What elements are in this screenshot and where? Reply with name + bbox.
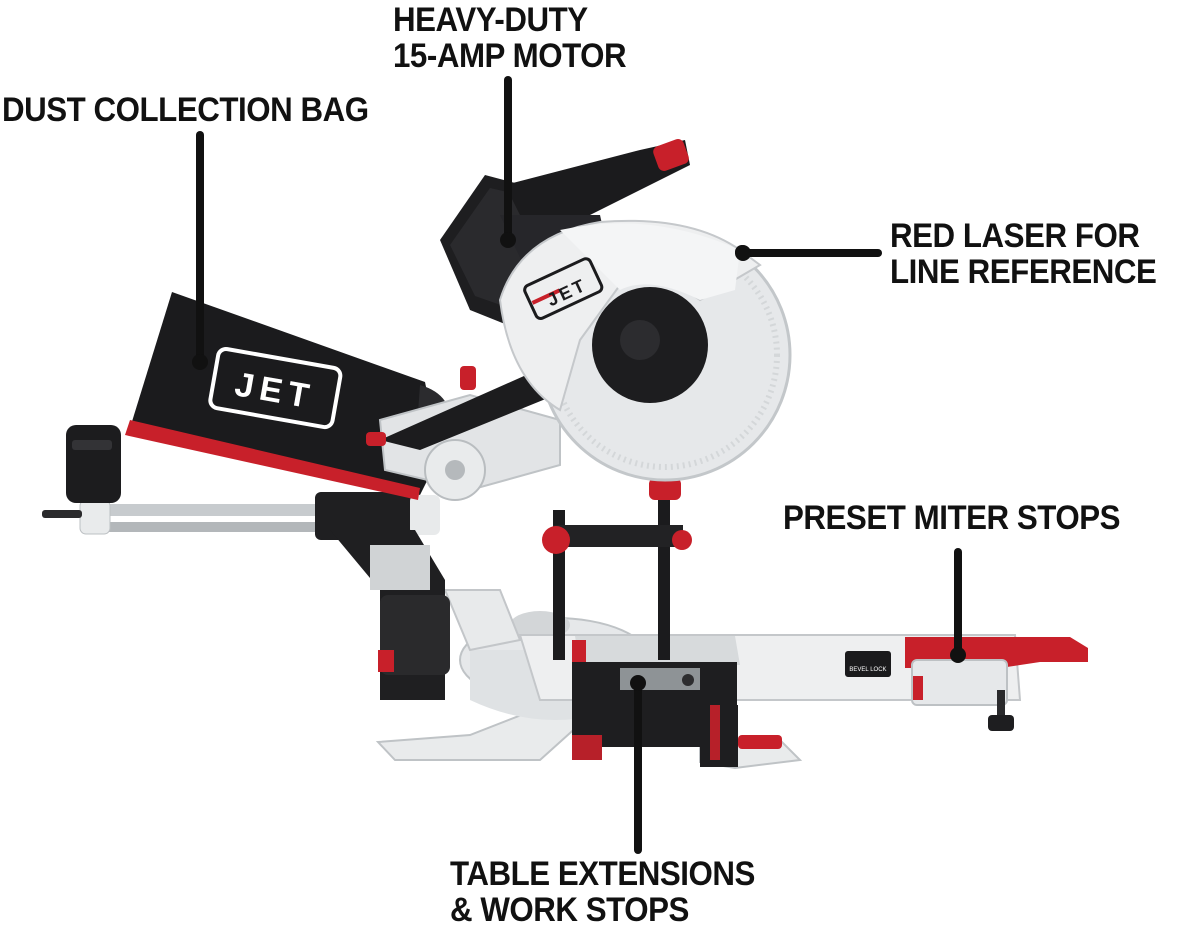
bevel-lock-label: BEVEL LOCK (849, 667, 886, 673)
callout-motor-line1: HEAVY-DUTY (393, 1, 588, 39)
callout-laser: RED LASER FOR LINE REFERENCE (890, 217, 1157, 291)
callout-dust-bag-label: DUST COLLECTION BAG (2, 91, 369, 129)
callout-laser-line1: RED LASER FOR (890, 217, 1140, 255)
callout-motor: HEAVY-DUTY 15-AMP MOTOR (393, 1, 627, 75)
callout-miter-stops: PRESET MITER STOPS (783, 500, 1120, 536)
motor-housing (440, 139, 690, 330)
pivot-arm (366, 310, 625, 501)
callout-table-line1: TABLE EXTENSIONS (450, 855, 755, 893)
callout-table: TABLE EXTENSIONS & WORK STOPS (450, 856, 755, 928)
bevel-lock-badge (845, 651, 891, 677)
callout-leaders (192, 76, 966, 854)
callout-dust-bag: DUST COLLECTION BAG (2, 92, 369, 128)
slide-rails (42, 425, 450, 700)
callout-motor-line2: 15-AMP MOTOR (393, 37, 627, 75)
callout-miter-stops-label: PRESET MITER STOPS (783, 499, 1121, 537)
blade-guard: JET (498, 219, 762, 412)
callout-laser-line2: LINE REFERENCE (890, 253, 1157, 291)
callout-table-line2: & WORK STOPS (450, 891, 689, 929)
